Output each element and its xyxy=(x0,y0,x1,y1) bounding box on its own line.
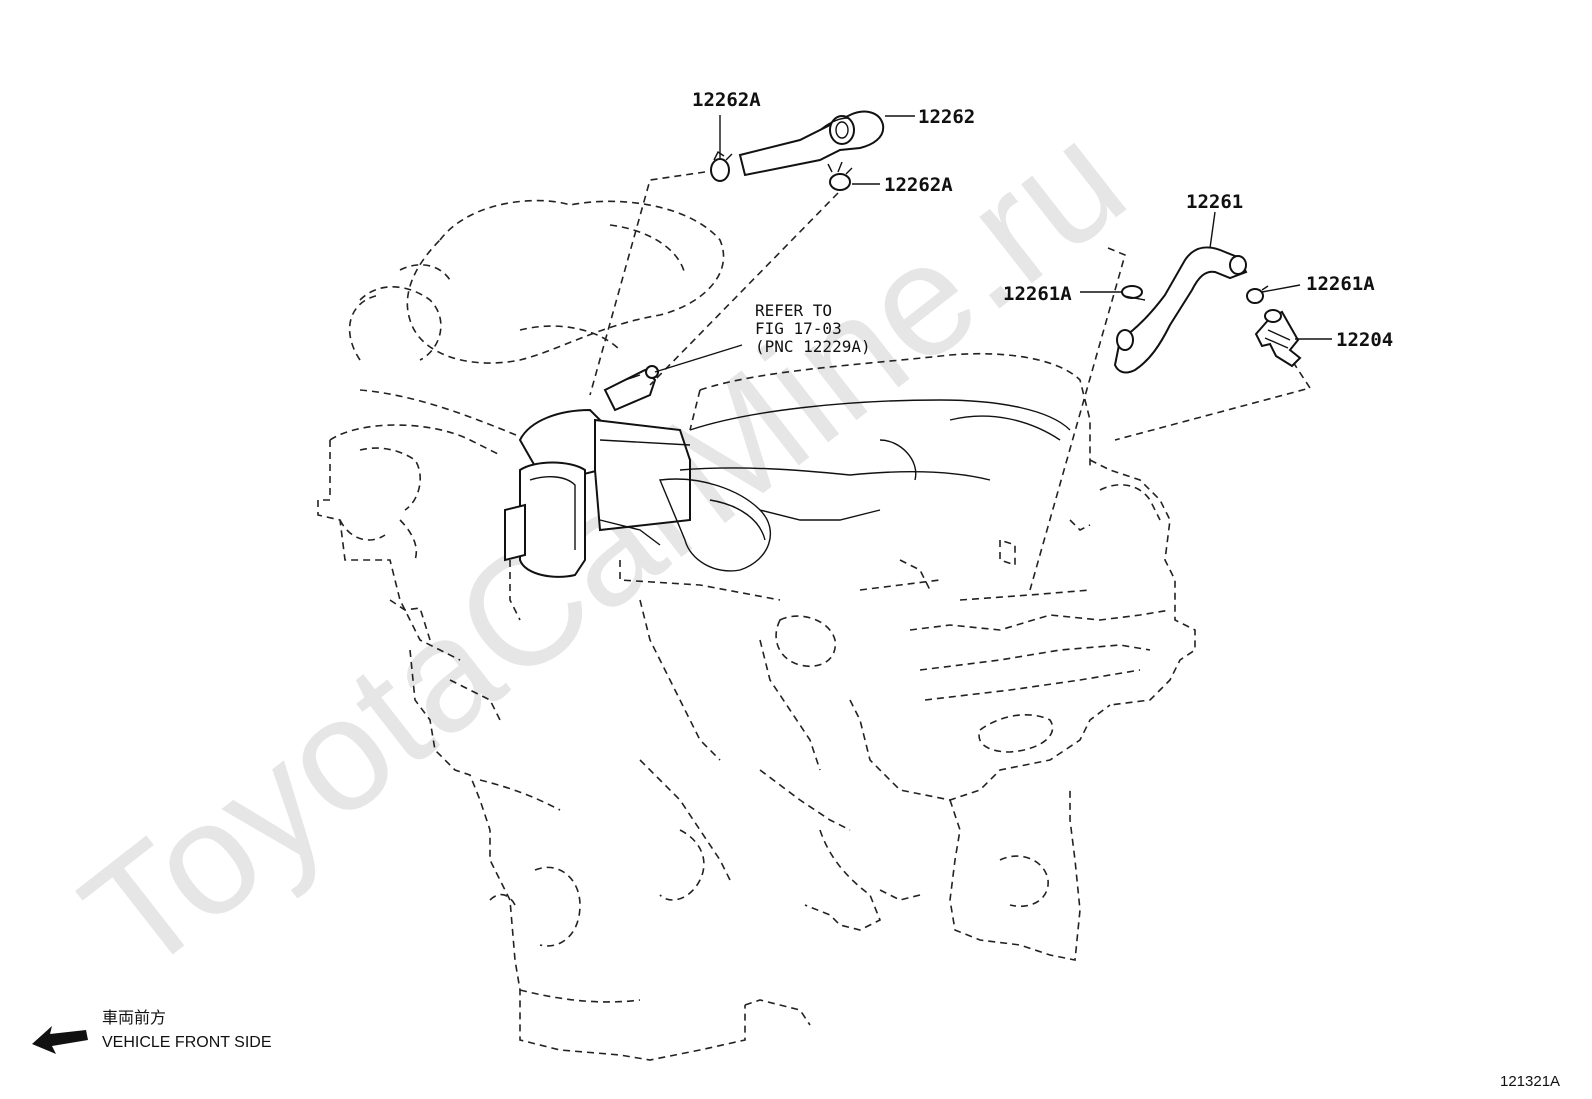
label-leaders xyxy=(654,115,1332,373)
front-label-english: VEHICLE FRONT SIDE xyxy=(102,1034,272,1051)
reference-line-1: REFER TO xyxy=(755,301,832,320)
hose-12261[interactable] xyxy=(1113,246,1248,374)
valve-12204[interactable] xyxy=(1254,309,1302,368)
callout-12262a-right: 12262A xyxy=(884,174,953,196)
front-arrow-icon xyxy=(32,1026,88,1054)
callout-12261a-right: 12261A xyxy=(1306,273,1375,295)
clip-12261a-left[interactable] xyxy=(1121,285,1146,301)
callout-12261: 12261 xyxy=(1186,191,1243,213)
figure-number: 121321A xyxy=(1500,1073,1560,1090)
callout-12262a-top: 12262A xyxy=(692,89,761,111)
engine-outline xyxy=(317,199,1196,1061)
callout-12204: 12204 xyxy=(1336,329,1393,351)
front-label-japanese: 車両前方 xyxy=(102,1009,166,1027)
hose-12262[interactable] xyxy=(738,110,885,177)
clip-12262a-right[interactable] xyxy=(827,161,853,191)
clip-12262a-top[interactable] xyxy=(710,150,733,182)
watermark-text: ToyotaCarMine.ru xyxy=(51,88,1156,1006)
reference-line-2: FIG 17-03 xyxy=(755,319,842,338)
callout-12261a-left: 12261A xyxy=(1003,283,1072,305)
clip-12261a-right[interactable] xyxy=(1246,285,1269,304)
callout-12262: 12262 xyxy=(918,106,975,128)
reference-line-3: (PNC 12229A) xyxy=(755,337,871,356)
